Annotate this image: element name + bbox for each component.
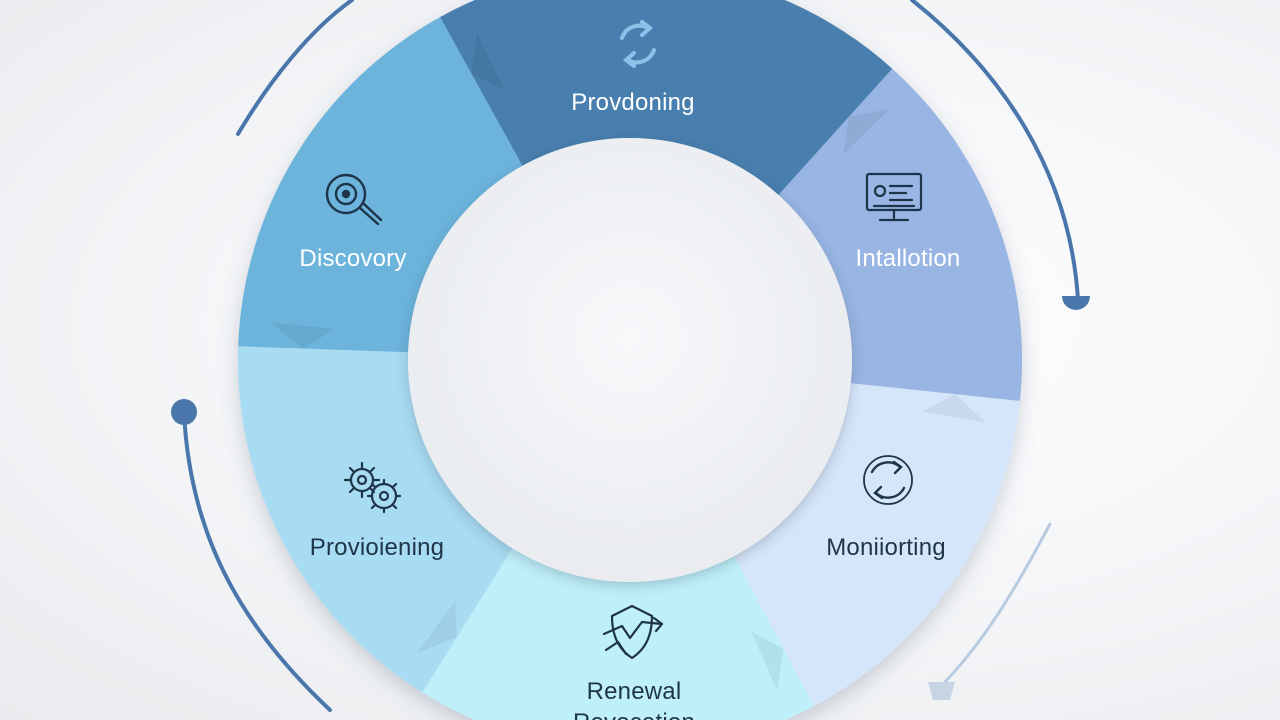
- ring-segment-right-bottom: [734, 383, 1020, 707]
- magnifier-icon: [325, 173, 383, 226]
- label-top: Provdoning: [571, 89, 694, 116]
- segment-fold-accent: [843, 108, 891, 154]
- label-bottom-line2: Revocation: [573, 709, 695, 720]
- segment-fold-accent: [270, 322, 335, 349]
- arc-bottom-right-faded: [943, 522, 1052, 684]
- arc-left: [182, 410, 332, 712]
- label-bottom: Renewal: [587, 678, 682, 705]
- label-right-bottom: Moniiorting: [826, 534, 946, 561]
- arrowhead-right: [1062, 296, 1090, 310]
- ring-segment-left-bottom: [237, 346, 513, 693]
- segment-fold-accent: [417, 600, 457, 653]
- ring-center-hole: [408, 138, 852, 582]
- segment-fold-accent: [471, 31, 505, 91]
- segment-fold-accent: [750, 631, 784, 691]
- ring-segment-right-top: [778, 68, 1023, 401]
- segment-icons: [325, 20, 923, 660]
- shield-icon: [602, 604, 664, 660]
- arc-right: [910, 0, 1080, 302]
- refresh-circle-icon: [863, 455, 913, 505]
- arc-top-left: [236, 0, 354, 136]
- ring-segment-bottom: [422, 548, 814, 720]
- arrowhead-bottom-right: [928, 682, 955, 700]
- segment-fold-accent: [922, 394, 987, 423]
- gears-icon: [343, 461, 402, 514]
- label-left-top: Discovory: [299, 245, 406, 272]
- ring-segment-top: [440, 0, 893, 195]
- segment-labels: Provdoning Intallotion Moniiorting Renew…: [299, 89, 960, 720]
- ring: [237, 0, 1023, 720]
- label-right-top: Intallotion: [856, 245, 961, 272]
- cycle-icon: [620, 20, 656, 68]
- monitor-icon: [865, 172, 923, 222]
- ring-segment-left-top: [238, 17, 523, 353]
- label-left-bottom: Provioiening: [310, 534, 444, 561]
- arc-left-start-dot: [171, 399, 197, 425]
- cycle-arrows: [171, 0, 1090, 712]
